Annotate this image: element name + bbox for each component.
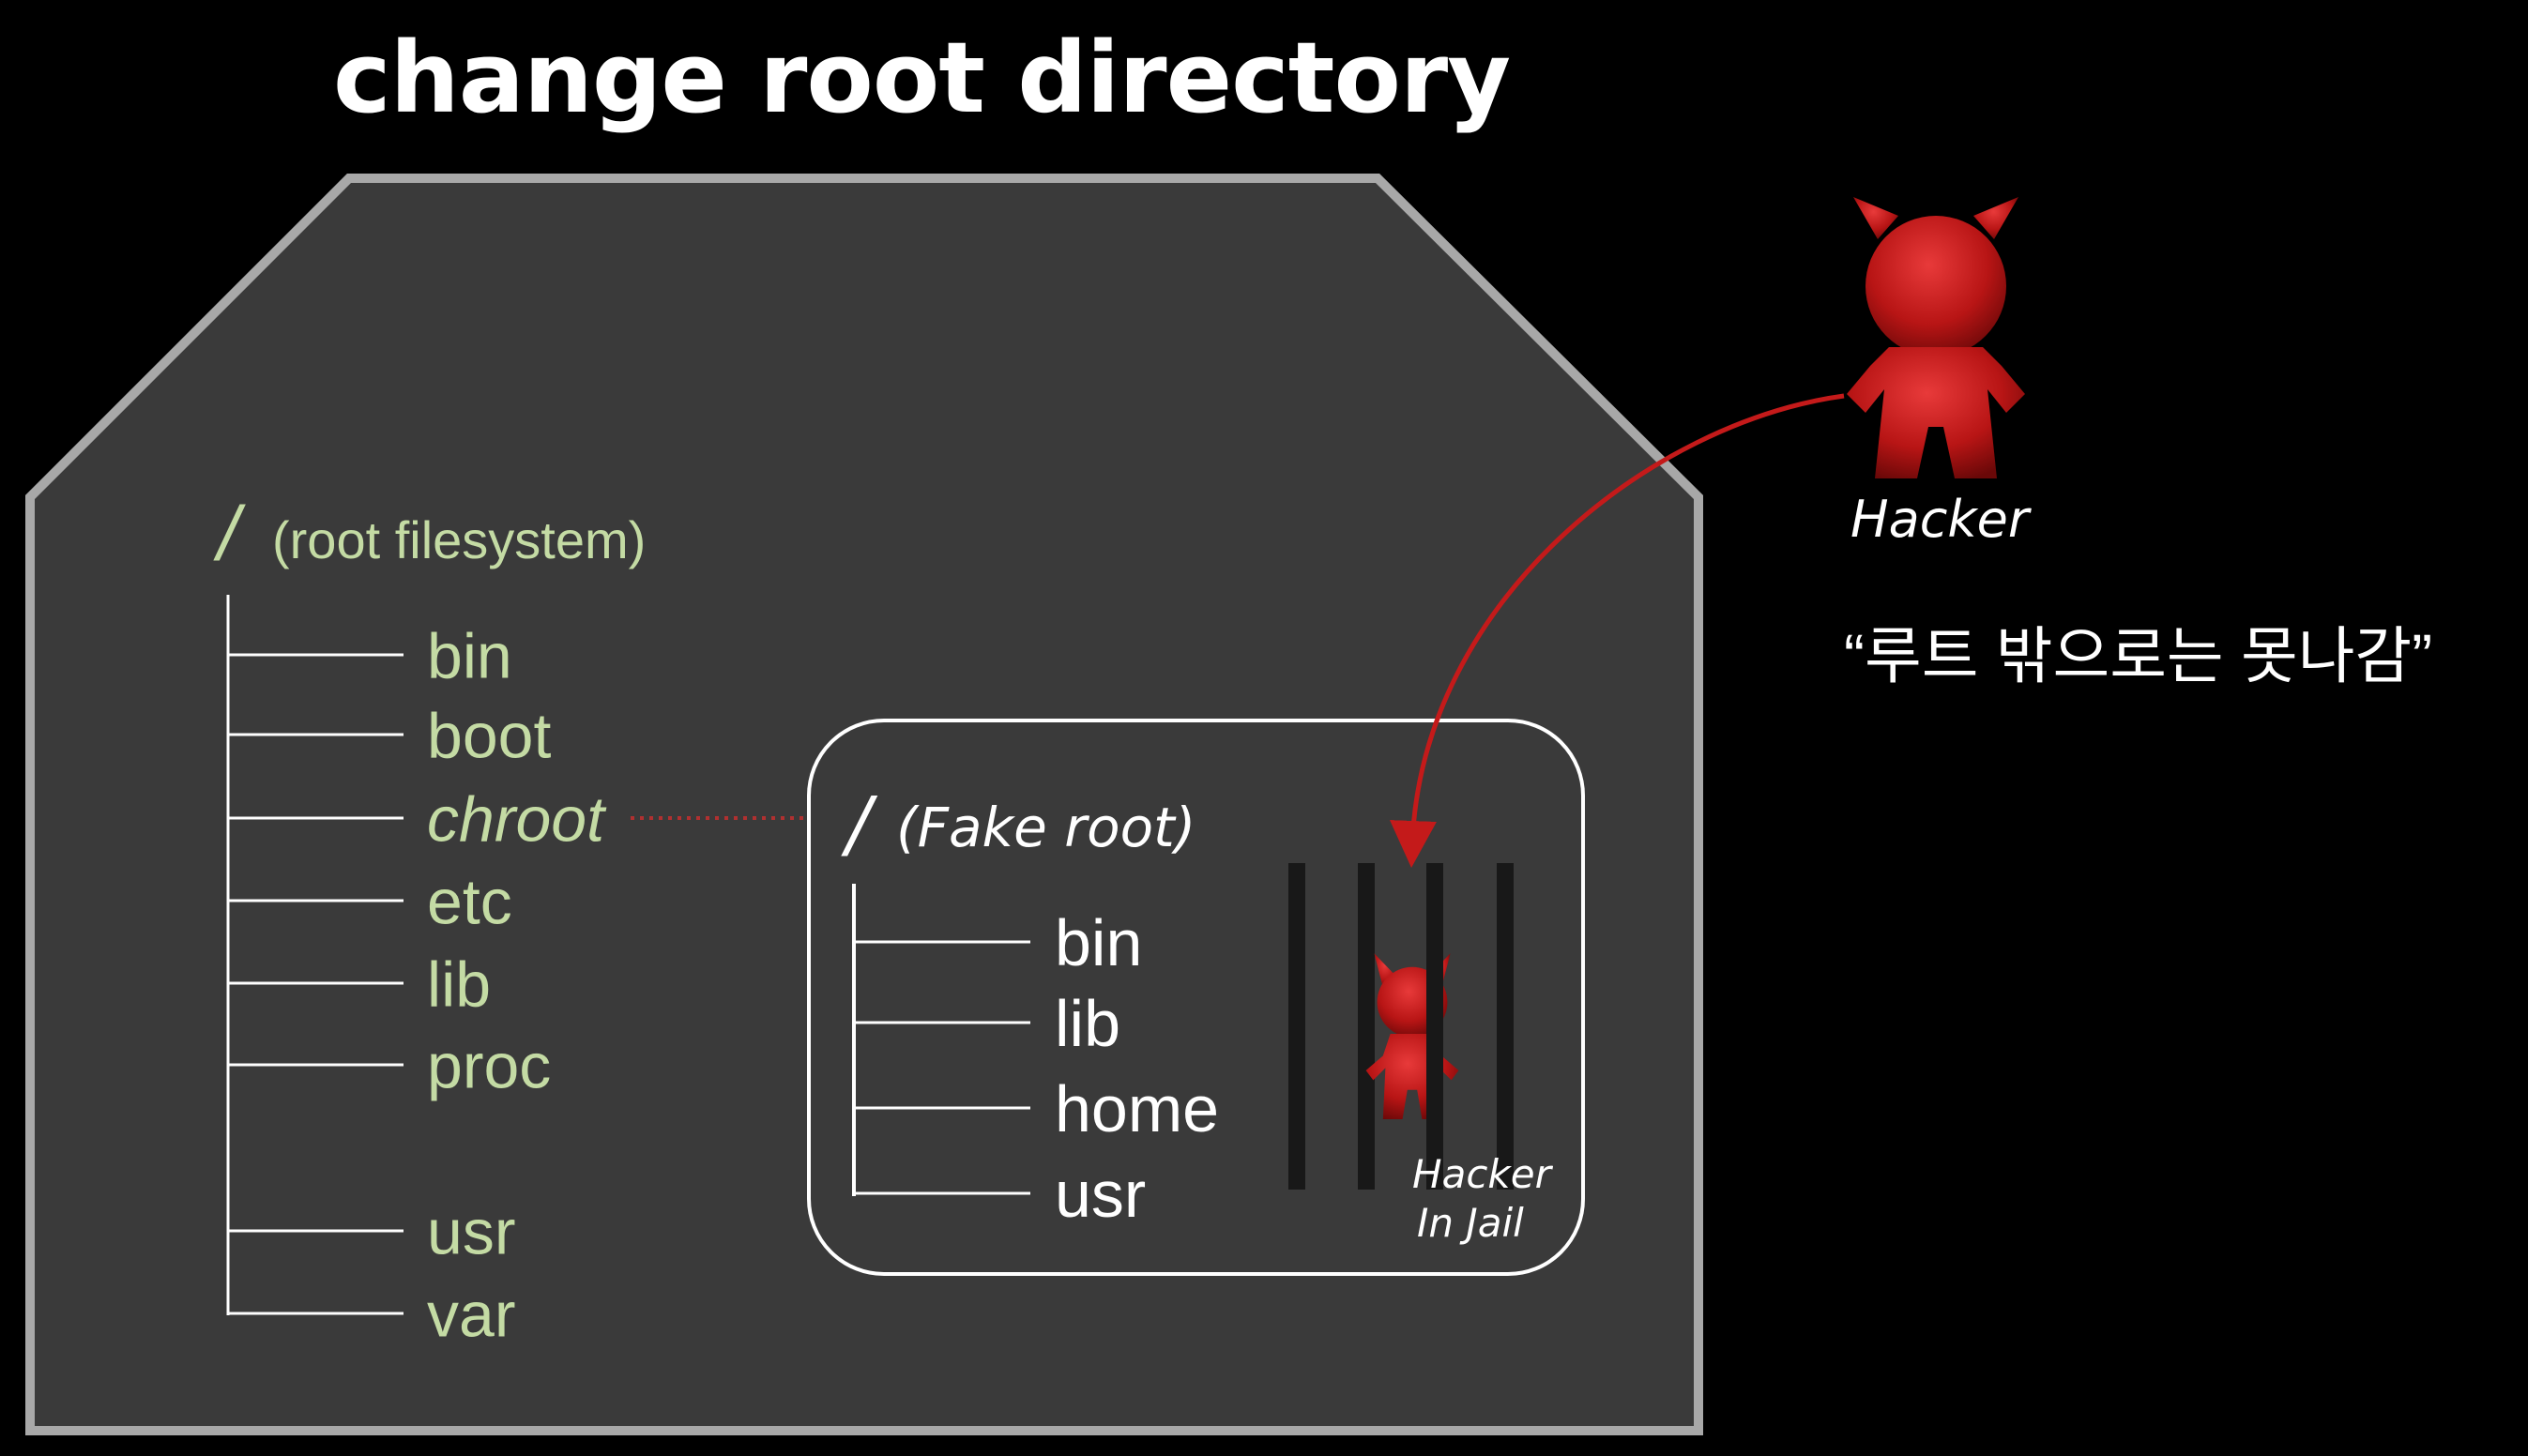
root-label: (root filesystem)	[272, 510, 646, 569]
fake-tree-items: bin lib home usr	[1055, 906, 1219, 1231]
fake-root-box	[807, 719, 1585, 1276]
hacker-label: Hacker	[1850, 490, 2032, 549]
root-tree-item-boot: boot	[427, 700, 551, 771]
fake-tree-item-home: home	[1055, 1072, 1219, 1145]
fake-tree-item-usr: usr	[1055, 1158, 1146, 1231]
root-tree-items: bin boot chroot etc lib proc usr var	[427, 620, 607, 1350]
root-tree-branches	[228, 653, 404, 1315]
root-tree-item-etc: etc	[427, 866, 512, 937]
root-tree-item-usr: usr	[427, 1196, 515, 1267]
fake-tree-item-bin: bin	[1055, 906, 1142, 979]
fake-root-label: (Fake root)	[896, 796, 1195, 859]
root-tree-item-bin: bin	[427, 620, 512, 691]
jailed-hacker-label-line2: In Jail	[1417, 1200, 1524, 1246]
hacker-arrow	[1390, 393, 1845, 868]
jailed-hacker-label-line1: Hacker	[1412, 1151, 1554, 1197]
hacker-quote: “루트 밖으로는 못나감”	[1844, 621, 2432, 690]
fake-tree-branches	[854, 940, 1030, 1195]
jail-bar-front	[1426, 863, 1443, 1190]
root-tree-item-chroot: chroot	[427, 783, 607, 855]
hacker-icon	[1847, 197, 2025, 478]
page-title: change root directory	[333, 21, 1511, 135]
root-tree-item-lib: lib	[427, 948, 491, 1020]
fake-tree-item-lib: lib	[1055, 987, 1120, 1060]
root-tree-item-proc: proc	[427, 1030, 551, 1101]
root-tree-item-var: var	[427, 1279, 515, 1350]
